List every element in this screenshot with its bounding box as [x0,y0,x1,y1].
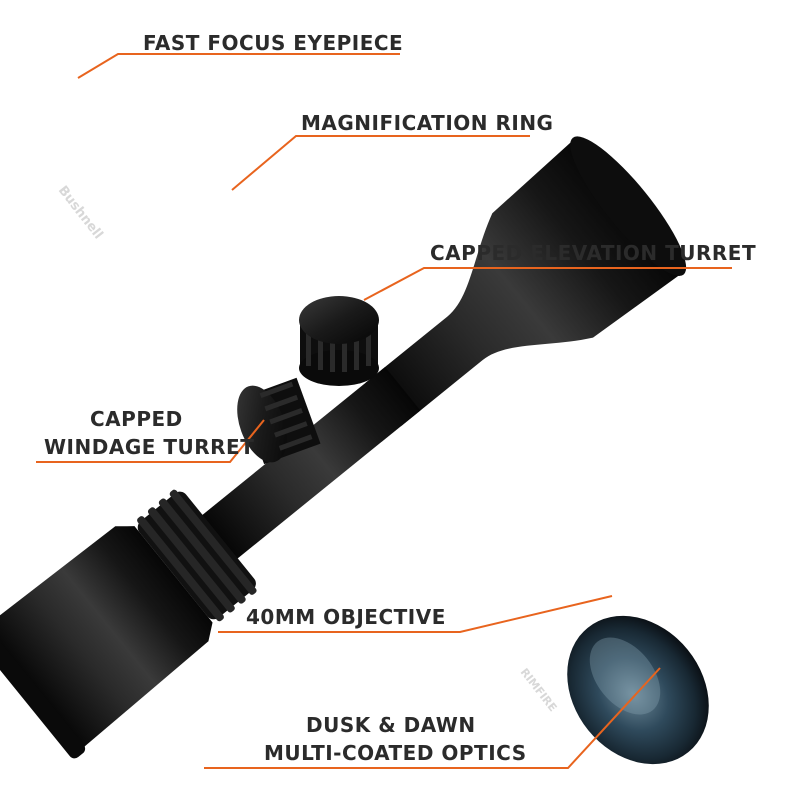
objective-lens [567,615,709,765]
callout-eyepiece: FAST FOCUS EYEPIECE [143,31,404,55]
elevation-turret [299,296,379,386]
callout-windage-line1: CAPPED [90,407,183,431]
model-mark: RIMFIRE [518,666,560,714]
magnification-ring-ribs [137,489,257,622]
callout-elevation: CAPPED ELEVATION TURRET [430,241,757,265]
main-tube [198,366,421,562]
callout-leaders [36,53,732,769]
leader-eyepiece [77,53,400,79]
objective-bell [365,139,683,427]
callout-objective: 40MM OBJECTIVE [246,605,446,629]
callout-magnification: MAGNIFICATION RING [301,111,554,135]
brand-mark: Bushnell [55,183,106,242]
leader-objective [218,595,613,633]
lens-highlight [589,637,661,715]
leader-magnification [231,135,530,191]
callout-optics-line2: MULTI-COATED OPTICS [264,741,527,765]
leader-windage [36,419,265,463]
callout-optics-line1: DUSK & DAWN [306,713,476,737]
magnification-ring-body [137,491,256,620]
eyepiece-rim [0,624,86,759]
objective-rim [570,136,687,276]
leader-elevation [363,267,732,301]
leader-optics [204,667,661,769]
callout-windage-line2: WINDAGE TURRET [44,435,255,459]
